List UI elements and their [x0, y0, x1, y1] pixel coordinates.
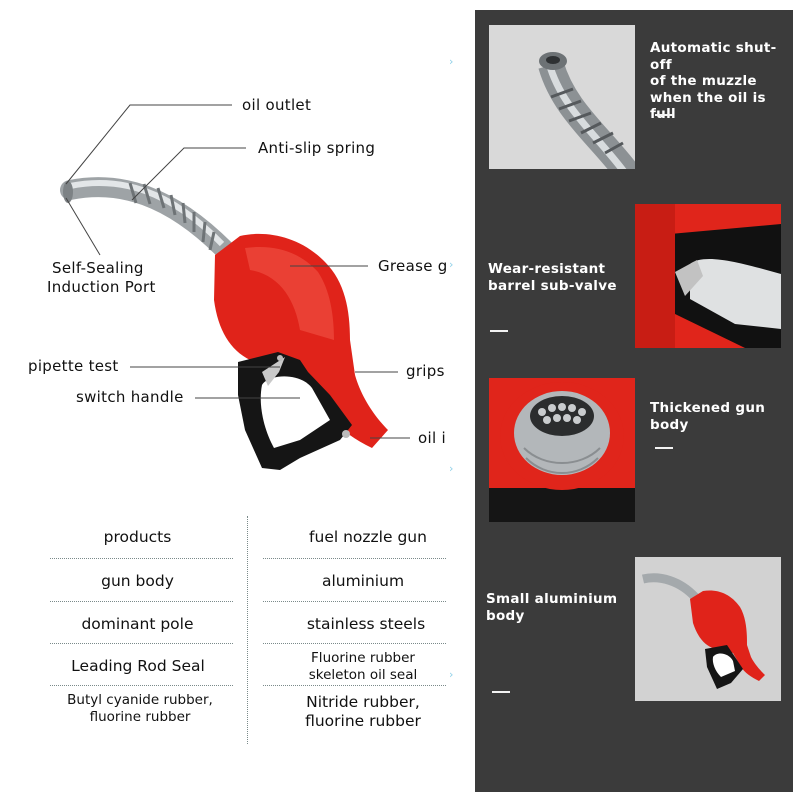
spec-name: Leading Rod Seal: [71, 657, 205, 675]
spec-value: fuel nozzle gun: [309, 528, 427, 546]
feature-text: Thickened gun body: [650, 400, 766, 433]
feature-text: Wear-resistant barrel sub-valve: [488, 261, 617, 294]
label-self-sealing-line1: Self-Sealing: [52, 259, 144, 277]
label-self-sealing-line2: Induction Port: [47, 278, 156, 296]
feature-panel: Automatic shut-off of the muzzle when th…: [475, 10, 793, 792]
bore-photo: [489, 378, 635, 522]
valve-photo: [635, 204, 781, 348]
chevron-right-icon: ›: [449, 462, 454, 475]
chevron-right-icon: ›: [449, 258, 454, 271]
spec-name: dominant pole: [81, 615, 194, 633]
spout-photo: [489, 25, 635, 169]
dash: [490, 330, 508, 332]
spec-name: gun body: [101, 572, 174, 590]
nozzle-body: [214, 233, 388, 448]
label-pipette-test: pipette test: [28, 357, 119, 375]
label-anti-slip-spring: Anti-slip spring: [258, 139, 376, 157]
chevron-right-icon: ›: [449, 55, 454, 68]
dash: [655, 447, 673, 449]
spec-name: products: [103, 528, 172, 546]
spec-name-line1: Butyl cyanide rubber,: [67, 692, 213, 708]
spec-value-line1: Nitride rubber,: [306, 693, 420, 711]
spec-name-line2: fluorine rubber: [89, 709, 191, 725]
spec-value-line2: skeleton oil seal: [308, 667, 418, 683]
spec-value-line1: Fluorine rubber: [311, 650, 415, 666]
nozzle-photo: [635, 557, 781, 701]
label-grips: grips: [406, 362, 445, 380]
feature-text: Small aluminium body: [486, 591, 618, 624]
spec-value: aluminium: [321, 572, 405, 590]
spec-value: stainless steels: [306, 615, 426, 633]
table-divider: [247, 516, 248, 744]
label-oil-inlet: oil i: [418, 429, 446, 447]
dash: [492, 691, 510, 693]
feature-text: Automatic shut-off of the muzzle when th…: [650, 40, 777, 122]
label-switch-handle: switch handle: [76, 388, 184, 406]
chevron-right-icon: ›: [449, 668, 454, 681]
label-oil-outlet: oil outlet: [242, 96, 312, 114]
dash: [655, 114, 673, 116]
nozzle-diagram: [60, 104, 410, 470]
label-grease-gun: Grease g: [378, 257, 448, 275]
spec-value-line2: fluorine rubber: [305, 712, 421, 730]
